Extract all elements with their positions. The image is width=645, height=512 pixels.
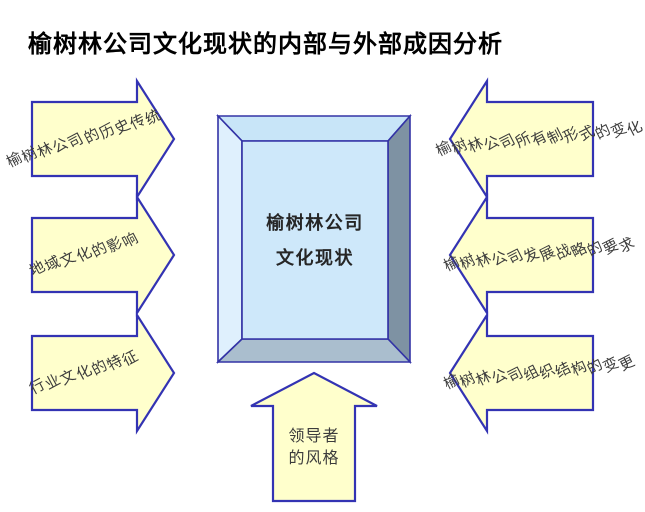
bottom-arrow-label: 领导者 的风格 bbox=[288, 428, 340, 467]
right-arrow-1-shape bbox=[448, 77, 595, 201]
frame-bottom-bevel bbox=[216, 338, 412, 363]
frame-right-bevel bbox=[387, 113, 411, 364]
frame-left-bevel bbox=[217, 114, 243, 364]
right-arrow-3-shape bbox=[448, 311, 595, 435]
center-box-line1: 榆树林公司 bbox=[266, 212, 364, 233]
frame-inner-panel bbox=[241, 140, 389, 340]
right-arrow-2-label: 榆树林公司发展战略的要求 bbox=[441, 234, 639, 275]
left-arrow-1-shape bbox=[30, 77, 176, 201]
right-arrow-2-shape bbox=[448, 193, 595, 317]
diagram-title: 榆树林公司文化现状的内部与外部成因分析 bbox=[28, 31, 503, 58]
center-box-line2: 文化现状 bbox=[276, 247, 354, 268]
bottom-arrow-shape bbox=[250, 371, 378, 503]
right-arrow-3-label: 榆树林公司组织结构的变更 bbox=[441, 352, 639, 393]
left-arrow-2-shape bbox=[30, 193, 176, 317]
frame-top-bevel bbox=[216, 115, 412, 142]
center-box-label: 榆树林公司 文化现状 bbox=[242, 141, 388, 339]
right-arrow-1-label: 榆树林公司所有制形式的变化 bbox=[433, 117, 645, 160]
left-arrow-3-shape bbox=[30, 311, 176, 435]
